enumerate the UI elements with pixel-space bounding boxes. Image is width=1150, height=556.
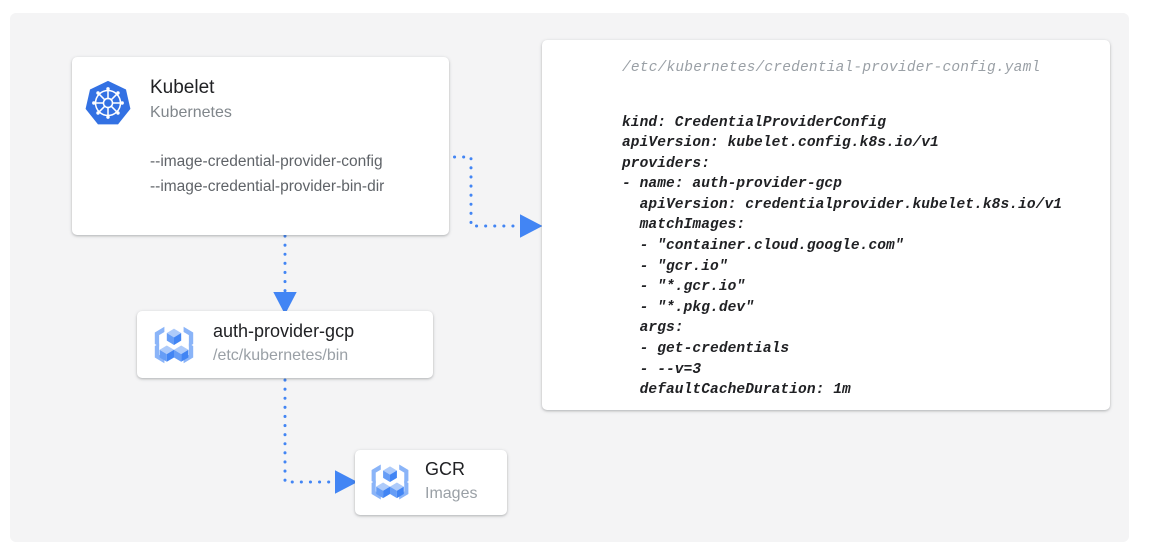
gcr-card[interactable]: GCR Images: [355, 450, 507, 515]
cube-bottom-left: [159, 345, 174, 362]
cube-top: [383, 466, 397, 482]
gcr-card-title: GCR: [425, 459, 465, 479]
kubelet-flag-bin-dir: --image-credential-provider-bin-dir: [150, 178, 385, 195]
credential-provider-config-card[interactable]: /etc/kubernetes/credential-provider-conf…: [542, 40, 1110, 410]
gcr-card-subtitle: Images: [425, 485, 478, 502]
kubelet-card-subtitle: Kubernetes: [150, 104, 232, 121]
cube-top: [166, 328, 182, 345]
config-file-path: /etc/kubernetes/credential-provider-conf…: [622, 60, 1041, 76]
kubelet-flag-config: --image-credential-provider-config: [150, 153, 383, 170]
gcr-card-text: GCR Images: [425, 457, 477, 506]
auth-provider-gcp-card-subtitle: /etc/kubernetes/bin: [213, 347, 349, 364]
auth-provider-gcp-card-title: auth-provider-gcp: [213, 321, 355, 341]
cube-bottom-right: [390, 482, 404, 499]
auth-provider-gcp-card-text: auth-provider-gcp /etc/kubernetes/bin: [213, 319, 354, 368]
config-file-content: kind: CredentialProviderConfig apiVersio…: [622, 114, 1063, 399]
artifact-registry-icon: [154, 326, 194, 364]
kubernetes-logo-icon: [85, 80, 131, 125]
cube-bottom-left: [376, 482, 390, 499]
cube-bottom-right: [174, 345, 189, 362]
kubelet-card-text: Kubelet Kubernetes: [150, 75, 232, 125]
kubelet-flag-list: --image-credential-provider-config --ima…: [150, 149, 384, 199]
kubelet-card[interactable]: Kubelet Kubernetes --image-credential-pr…: [72, 57, 449, 235]
auth-provider-gcp-card[interactable]: auth-provider-gcp /etc/kubernetes/bin: [137, 311, 433, 378]
kubelet-card-title: Kubelet: [150, 77, 215, 98]
artifact-registry-icon: [371, 464, 409, 500]
